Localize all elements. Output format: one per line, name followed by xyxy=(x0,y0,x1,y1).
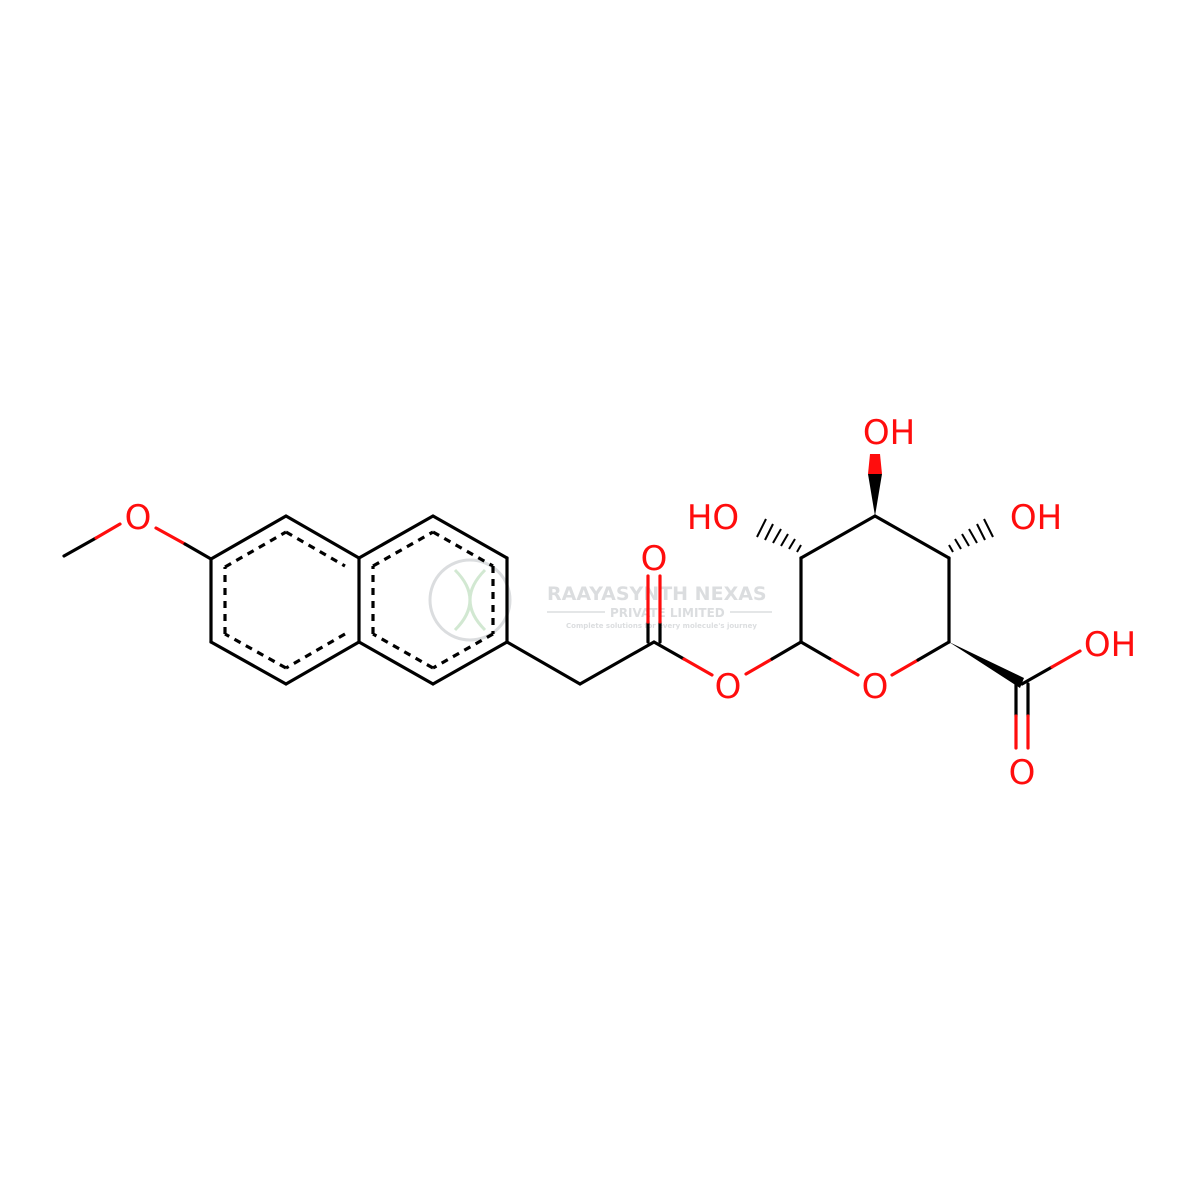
watermark-helix-icon xyxy=(453,568,487,632)
atom-label-oh-left: HO xyxy=(687,498,739,538)
bond-carbonyl-c-ester-o-red xyxy=(682,657,714,677)
bond-ring-ch2 xyxy=(505,640,582,686)
bond-acid-c-oh-red xyxy=(1050,649,1082,669)
naphthalene-left-ring xyxy=(209,514,361,686)
naphthalene-right-ring xyxy=(357,514,509,686)
bold-wedge-oh-top-red xyxy=(868,454,882,474)
bond-ester-o-c1 xyxy=(770,640,803,661)
bond-carbonyl-c-ester-o xyxy=(652,640,686,661)
bold-wedge-cooh xyxy=(949,642,1024,688)
atom-label-oh-right: OH xyxy=(1010,498,1062,538)
glucuronide-ring xyxy=(799,514,951,677)
watermark: RAAYASYNTH NEXAS PRIVATE LIMITED Complet… xyxy=(428,558,772,642)
atom-label-acid-oh: OH xyxy=(1084,625,1136,665)
bond-methyl-o xyxy=(62,536,98,558)
bond-o-ring-red xyxy=(154,526,187,546)
bold-wedge-oh-top xyxy=(868,474,882,516)
atom-label-oh-top: OH xyxy=(863,413,915,453)
watermark-logo-circle xyxy=(428,558,512,642)
hashed-wedge-oh-right xyxy=(948,518,994,553)
atom-label-ester-o: O xyxy=(715,667,742,707)
watermark-name: RAAYASYNTH NEXAS xyxy=(547,583,767,605)
bond-o-ring xyxy=(183,542,213,561)
bond-ester-o-c1-red xyxy=(744,657,774,676)
bond-ch2-carbonyl-c xyxy=(578,640,656,686)
atom-label-ring-o: O xyxy=(862,667,889,707)
watermark-sub: PRIVATE LIMITED xyxy=(610,606,725,620)
bond-methyl-o-red xyxy=(94,522,122,540)
hashed-wedge-ho-left xyxy=(756,518,802,553)
bond-acid-c-oh xyxy=(1020,665,1054,686)
atom-label-carbonyl-o: O xyxy=(641,539,668,579)
watermark-tagline: Complete solutions for every molecule's … xyxy=(566,622,757,630)
atom-label-methoxy-o: O xyxy=(125,498,152,538)
atom-label-acid-o: O xyxy=(1009,753,1036,793)
